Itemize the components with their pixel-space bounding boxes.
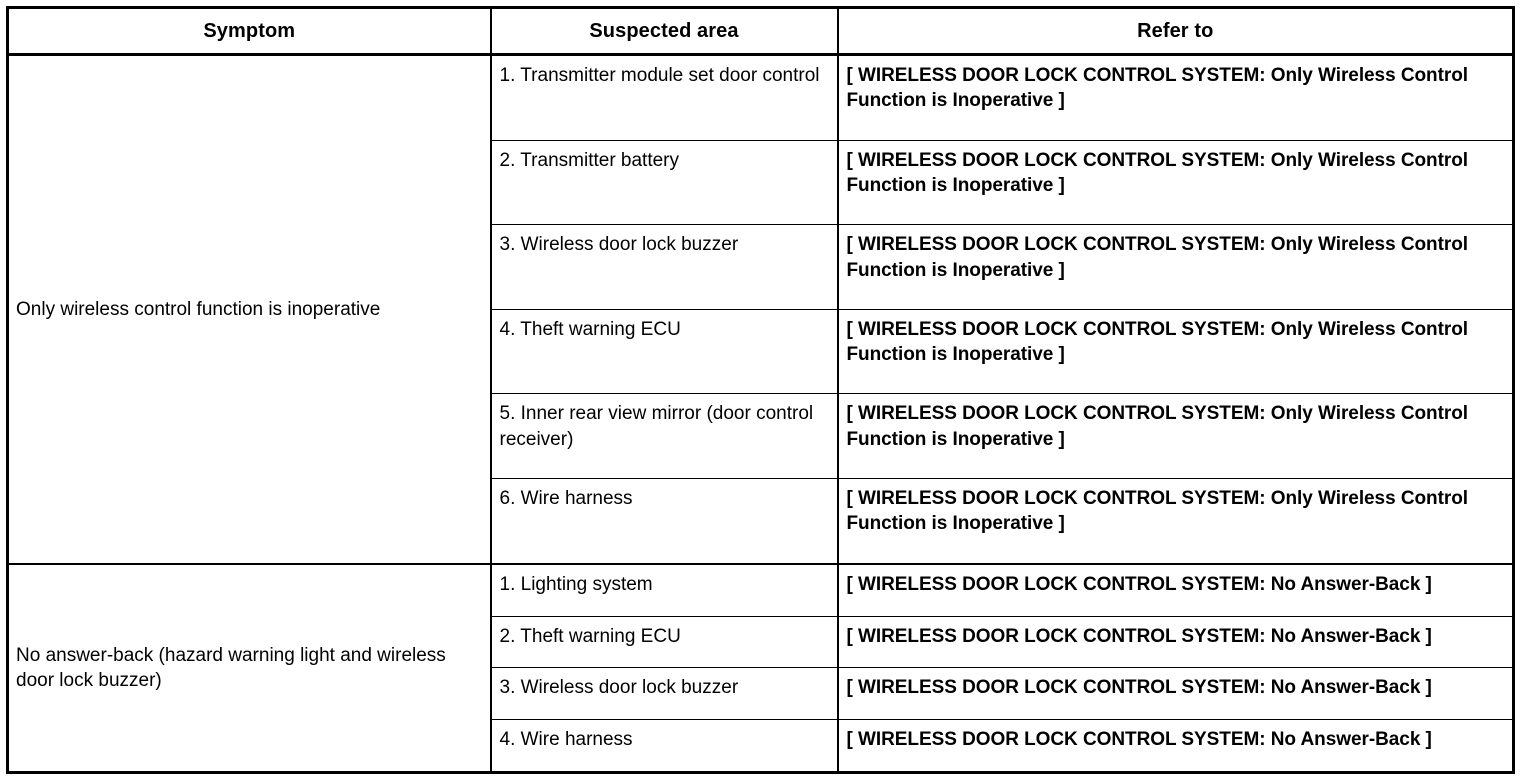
table-row: 2. Theft warning ECU [ WIRELESS DOOR LOC…	[8, 616, 1514, 669]
suspected-area-cell: 2. Transmitter battery	[490, 140, 839, 226]
suspected-area-cell: 1. Transmitter module set door control	[490, 54, 839, 141]
table-row: No answer-back (hazard warning light and…	[7, 563, 1514, 774]
refer-to-cell: [ WIRELESS DOOR LOCK CONTROL SYSTEM: No …	[837, 616, 1514, 669]
suspected-area-cell: 3. Wireless door lock buzzer	[490, 667, 839, 720]
table-row: 2. Transmitter battery [ WIRELESS DOOR L…	[8, 140, 1514, 226]
table-row: 5. Inner rear view mirror (door control …	[8, 393, 1514, 480]
symptom-cell: Only wireless control function is inoper…	[7, 54, 492, 565]
suspected-area-cell: 5. Inner rear view mirror (door control …	[490, 393, 839, 480]
table-row: 4. Theft warning ECU [ WIRELESS DOOR LOC…	[8, 309, 1514, 395]
symptom-suspected-area-table: Symptom Suspected area Refer to Only wir…	[6, 6, 1515, 774]
refer-to-cell: [ WIRELESS DOOR LOCK CONTROL SYSTEM: Onl…	[837, 54, 1514, 141]
suspected-area-cell: 2. Theft warning ECU	[490, 616, 839, 669]
refer-to-cell: [ WIRELESS DOOR LOCK CONTROL SYSTEM: No …	[837, 667, 1514, 720]
header-row: Symptom Suspected area Refer to	[7, 7, 1514, 56]
table-row: 3. Wireless door lock buzzer [ WIRELESS …	[8, 667, 1514, 720]
table-header: Symptom Suspected area Refer to	[7, 7, 1514, 56]
refer-to-cell: [ WIRELESS DOOR LOCK CONTROL SYSTEM: Onl…	[837, 224, 1514, 310]
refer-to-cell: [ WIRELESS DOOR LOCK CONTROL SYSTEM: No …	[846, 728, 1432, 750]
suspected-area-cell: 4. Theft warning ECU	[490, 309, 839, 395]
table-row: Only wireless control function is inoper…	[7, 54, 1514, 565]
refer-to-cell: [ WIRELESS DOOR LOCK CONTROL SYSTEM: Onl…	[837, 309, 1514, 395]
suspected-area-cell: 4. Wire harness	[490, 719, 839, 773]
table-row: 6. Wire harness [ WIRELESS DOOR LOCK CON…	[8, 478, 1514, 565]
suspected-area-cell: 1. Lighting system	[490, 563, 839, 617]
refer-to-cell: [ WIRELESS DOOR LOCK CONTROL SYSTEM: Onl…	[837, 393, 1514, 480]
column-header-symptom: Symptom	[7, 7, 492, 56]
refer-to-cell: [ WIRELESS DOOR LOCK CONTROL SYSTEM: Onl…	[837, 478, 1514, 565]
suspected-area-cell: 3. Wireless door lock buzzer	[490, 224, 839, 310]
table-body: Only wireless control function is inoper…	[7, 54, 1514, 774]
refer-to-cell: [ WIRELESS DOOR LOCK CONTROL SYSTEM: No …	[837, 563, 1514, 617]
table-row: 4. Wire harness [ WIRELESS DOOR LOCK CON…	[8, 719, 1514, 773]
suspected-area-cell: 6. Wire harness	[490, 478, 839, 565]
column-header-suspected-area: Suspected area	[490, 7, 839, 56]
column-header-refer-to: Refer to	[837, 7, 1514, 56]
table-row: 3. Wireless door lock buzzer [ WIRELESS …	[8, 224, 1514, 310]
symptom-cell: No answer-back (hazard warning light and…	[7, 563, 492, 774]
refer-to-cell: [ WIRELESS DOOR LOCK CONTROL SYSTEM: Onl…	[837, 140, 1514, 226]
